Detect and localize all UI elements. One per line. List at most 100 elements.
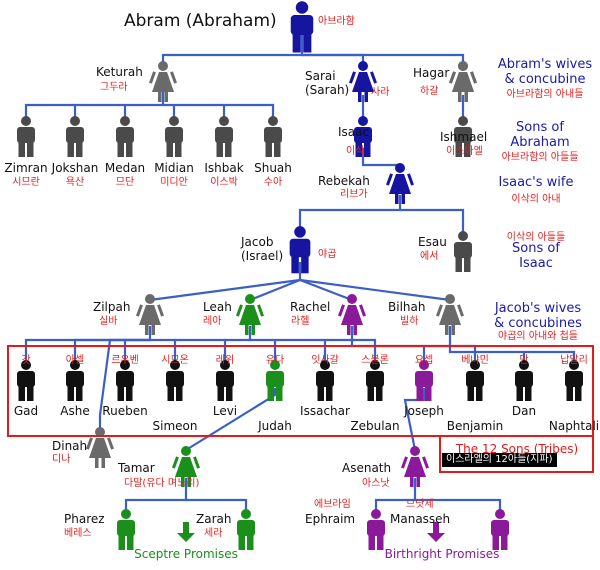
jacobs-wives-ko: 야곱의 아내와 첩들 [498,331,578,342]
pharez-ko: 베레스 [64,528,92,539]
ishmael-name: Ishmael [440,130,488,144]
rebekah-name: Rebekah [318,174,370,188]
zebulun-ko: 스불론 [361,355,389,366]
zimran-name: Zimran [4,161,48,175]
line-keturah-sons-right [163,103,275,118]
bilhah-name: Bilhah [388,300,426,314]
benjamin-figure [466,360,484,401]
sarai-ko: 사라 [371,87,390,98]
tamar-name: Tamar [118,461,155,475]
rachel-ko: 라헬 [291,316,310,327]
ishbak-ko: 이스박 [210,177,238,188]
esau-ko: 에서 [420,251,439,262]
jacob-ko: 야곱 [318,249,337,260]
diagram-extras [7,345,594,542]
line-abram-keturah [161,30,304,66]
dinah-figure [86,427,114,468]
line-tamar-pharez [124,478,188,512]
abram-name: Abram (Abraham) [124,11,277,31]
tamar-figure [172,446,200,487]
midian-ko: 미디안 [160,177,188,188]
bilhah-figure [436,294,464,335]
simeon-name: Simeon [152,419,198,433]
gad-ko: 갓 [21,355,31,366]
ephraim-name: Ephraim [305,512,356,526]
hagar-name: Hagar [413,66,450,80]
hagar-ko: 하갈 [420,86,439,97]
ephraim-figure [367,509,385,550]
issachar-name: Issachar [300,404,350,418]
leah-figure [236,294,264,335]
gad-figure [17,360,35,401]
jokshan-figure [66,116,84,157]
jacob-figure [289,226,311,274]
joseph-figure [415,360,433,401]
asenath-name: Asenath [342,461,392,475]
gad-name: Gad [13,404,39,418]
line-abram-sarai [302,53,365,66]
esau-figure [454,231,472,272]
line-jacob-rachel [299,278,353,302]
zebulun-name: Zebulan [350,419,400,433]
levi-ko: 레위 [215,355,235,366]
isaacs-wife-label: Isaac's wife [498,175,574,190]
zarah-figure [237,509,255,550]
levi-figure [216,360,234,401]
dan-name: Dan [511,404,537,418]
jokshan-name: Jokshan [51,161,99,175]
simeon-figure [166,360,184,401]
zarah-ko: 세라 [204,528,223,539]
ishmael-figure [454,116,472,157]
tamar-ko: 다말(유다 며느리) [124,478,200,489]
zarah-name: Zarah [196,512,232,526]
dinah-name: Dinah [52,439,88,453]
zimran-figure [17,116,35,157]
keturah-name: Keturah [96,65,143,79]
manasseh-ko: 므낫세 [406,499,434,510]
sons-of-isaac-ko: 이삭의 아들들 [506,232,566,243]
sarai-name: Sarai (Sarah) [305,69,350,97]
shuah-ko: 수아 [263,177,283,188]
leah-ko: 레아 [203,316,222,327]
isaacs-wife-ko: 이삭의 아내 [511,194,561,205]
rebekah-figure [386,163,414,204]
asher-figure [66,360,84,401]
asenath-ko: 아스낫 [362,478,390,489]
issachar-ko: 잇사갈 [311,355,339,366]
ishbak-name: Ishbak [204,161,244,175]
isaac-ko: 이삭 [346,146,365,157]
jokshan-ko: 욕산 [65,177,85,188]
rebekah-ko: 리브가 [340,189,368,200]
line-joseph-asenath [403,388,426,451]
sons-of-abraham-ko: 아브라함의 아들들 [501,152,579,163]
pharez-name: Pharez [64,512,105,526]
jacob-name: Jacob (Israel) [241,235,284,263]
line-keturah-sons [24,92,165,118]
shuah-name: Shuah [254,161,292,175]
reuben-ko: 르우벤 [111,355,139,366]
midian-figure [165,116,183,157]
line-abram-hagar [302,53,465,66]
levi-name: Levi [212,404,238,418]
benjamin-name: Benjamin [446,419,504,433]
dinah-ko: 디나 [52,454,71,465]
joseph-ko: 요셉 [414,355,434,366]
birthright-promises-label: Birthright Promises [384,547,500,561]
bilhah-ko: 빌하 [400,316,419,327]
zilpah-figure [136,294,164,335]
joseph-name: Joseph [404,404,444,418]
dan-ko: 단 [519,355,529,366]
line-leah-dinah [98,338,250,432]
asher-name: Ashe [60,404,90,418]
sarai-figure [349,61,377,102]
naphtali-name: Naphtali [548,419,600,433]
naphtali-figure [565,360,583,401]
midian-name: Midian [154,161,194,175]
medan-name: Medan [104,161,146,175]
line-leah-sons [248,326,377,362]
reuben-figure [116,360,134,401]
esau-name: Esau [418,235,447,249]
hagar-figure-dup [449,61,477,102]
pharez-figure [117,509,135,550]
